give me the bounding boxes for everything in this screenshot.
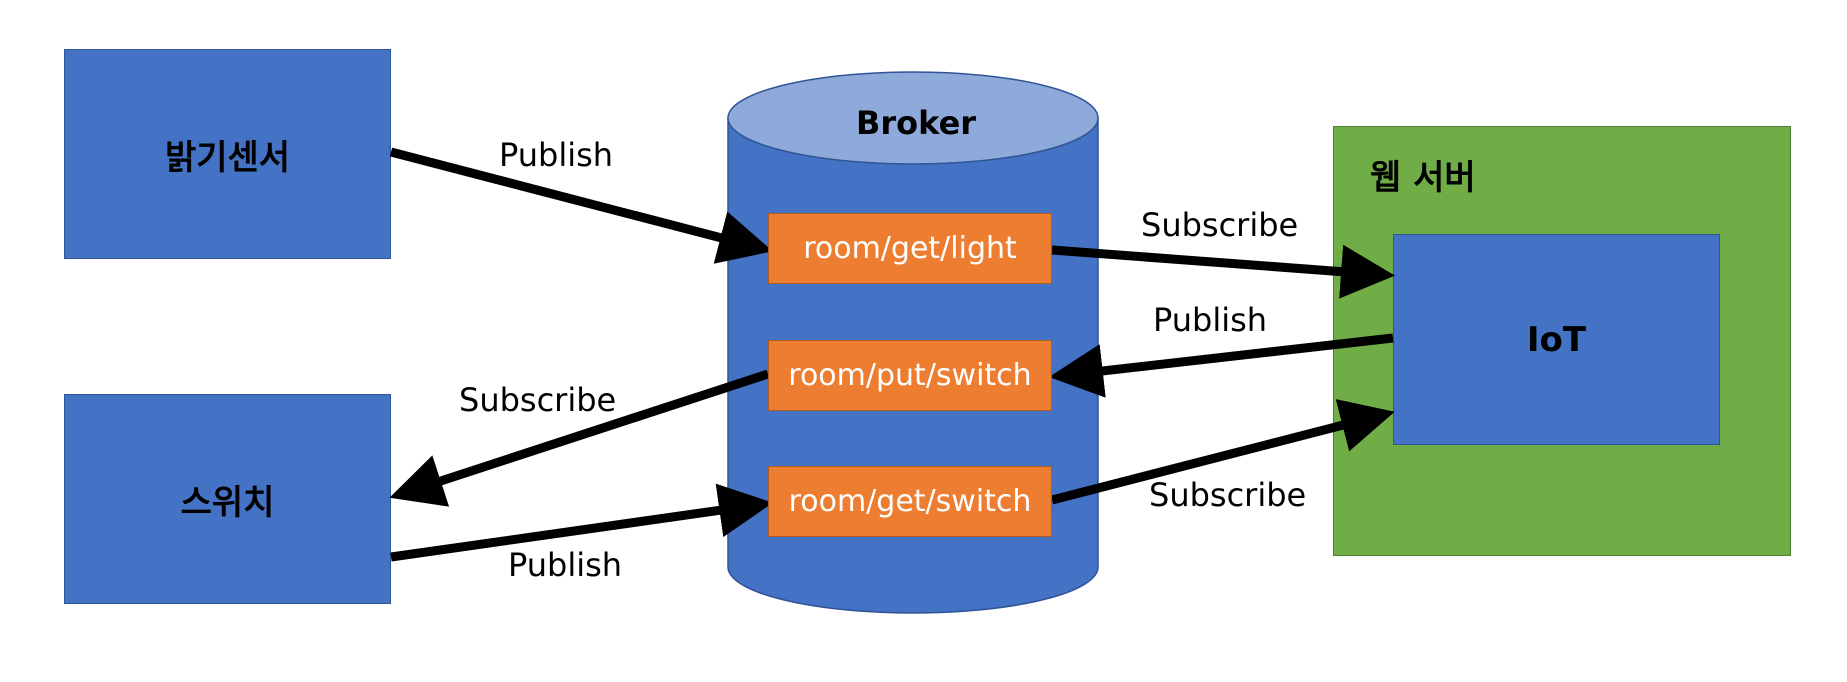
switch-node: 스위치 — [64, 394, 391, 604]
label-iot-publish: Publish — [1153, 301, 1268, 339]
iot-node: IoT — [1393, 234, 1720, 445]
broker-label: Broker — [856, 104, 977, 142]
topic-get-switch: room/get/switch — [768, 466, 1052, 537]
label-light-subscribe: Subscribe — [1141, 206, 1299, 244]
iot-label: IoT — [1526, 319, 1587, 360]
web-server-label: 웹 서버 — [1370, 158, 1476, 198]
arrow-iot-to-put-switch — [1049, 333, 1394, 398]
topic-put-switch: room/put/switch — [768, 340, 1052, 411]
arrow-put-switch-to-switch — [389, 369, 770, 507]
arrow-switch-to-get-switch — [390, 483, 773, 562]
label-switch-publish: Publish — [508, 546, 623, 584]
label-iot-subscribe: Subscribe — [1149, 476, 1307, 514]
light-sensor-node: 밝기센서 — [64, 49, 391, 259]
label-sensor-publish: Publish — [499, 136, 614, 174]
arrow-get-switch-to-iot — [1050, 399, 1395, 505]
topic-get-light: room/get/light — [768, 213, 1052, 284]
arrow-sensor-to-get-light — [389, 147, 773, 264]
switch-label: 스위치 — [180, 482, 275, 523]
arrow-get-light-to-iot — [1051, 244, 1395, 299]
light-sensor-label: 밝기센서 — [164, 137, 291, 178]
label-switch-subscribe: Subscribe — [459, 381, 617, 419]
